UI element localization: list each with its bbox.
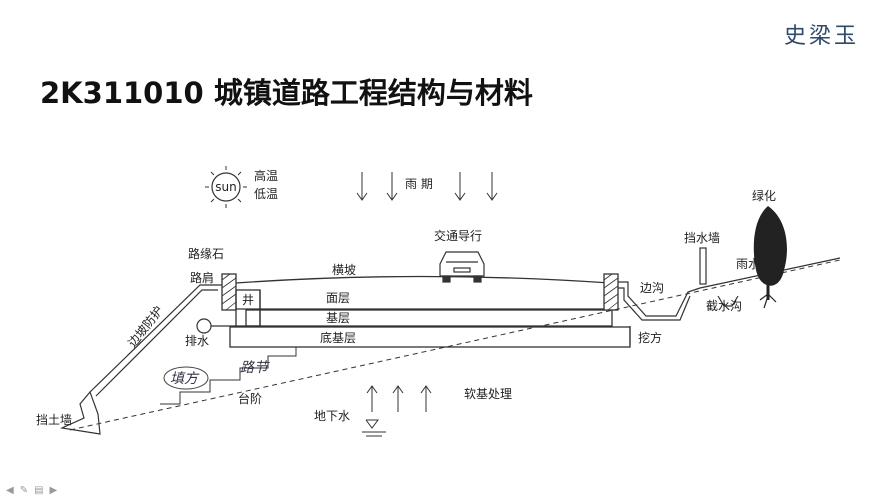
shoulder-label: 路肩 — [190, 270, 214, 285]
page-title: 2K311010 城镇道路工程结构与材料 — [40, 76, 533, 110]
tree-icon — [753, 206, 787, 309]
rain-label: 雨水 — [736, 257, 760, 271]
brand-name: 史梁玉 — [783, 24, 859, 49]
sun-icon: sun — [205, 166, 247, 208]
right-side-structures — [618, 247, 841, 345]
manhole-label: 井 — [242, 293, 254, 307]
groundwater-label: 地下水 — [314, 409, 350, 423]
low-temp-label: 低温 — [254, 187, 278, 201]
steps-label: 台阶 — [238, 391, 262, 406]
slope-protection-label: 边坡防护 — [125, 303, 166, 350]
water-wall-label: 挡水墙 — [684, 231, 720, 245]
groundwater-arrows — [362, 385, 432, 437]
car-icon — [439, 251, 485, 283]
fill-label: 填方 — [170, 371, 200, 387]
base-layer-label: 基层 — [326, 311, 350, 325]
nav-menu-icon[interactable]: ▤ — [34, 485, 44, 496]
slide-navigation[interactable]: ◀ ✎ ▤ ▶ — [6, 485, 57, 496]
nav-pen-icon[interactable]: ✎ — [19, 485, 29, 496]
handwritten-note: 路节 — [240, 360, 270, 376]
excavation-label: 挖方 — [638, 330, 662, 345]
subbase-layer-label: 底基层 — [320, 330, 356, 345]
high-temp-label: 高温 — [254, 168, 278, 183]
pavement-layers — [221, 273, 631, 348]
cross-slope-label: 横坡 — [332, 263, 356, 277]
embankment-left — [59, 284, 236, 435]
curb-hatch — [221, 273, 619, 311]
intercept-ditch-label: 截水沟 — [706, 299, 742, 313]
rain-arrows — [356, 172, 498, 201]
retaining-wall-label: 挡土墙 — [36, 413, 72, 427]
soft-foundation-label: 软基处理 — [464, 387, 512, 401]
rain-period-label: 雨 期 — [405, 177, 433, 191]
sun-label: sun — [215, 180, 236, 194]
curb-stone-label: 路缘石 — [188, 246, 224, 261]
greening-label: 绿化 — [752, 188, 776, 203]
drainage-label: 排水 — [185, 334, 209, 348]
original-ground-line — [69, 259, 841, 431]
nav-prev-icon[interactable]: ◀ — [6, 485, 14, 496]
side-ditch-label: 边沟 — [640, 281, 664, 295]
traffic-label: 交通导行 — [434, 228, 482, 243]
nav-next-icon[interactable]: ▶ — [49, 485, 58, 496]
surface-layer-label: 面层 — [326, 291, 350, 305]
steps — [160, 346, 330, 405]
